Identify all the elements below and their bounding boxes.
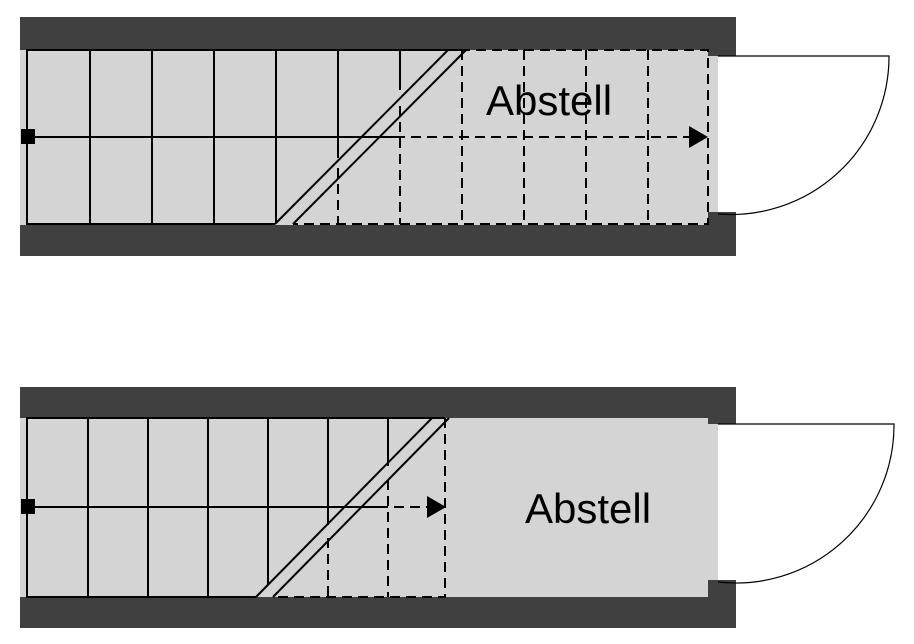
start-marker: [21, 129, 35, 144]
direction-arrowhead: [689, 126, 708, 148]
stair-dashed-portion: [276, 418, 446, 598]
wall-end-top: [708, 36, 736, 56]
floor-area: [20, 418, 718, 599]
wall-end-bottom: [708, 212, 736, 232]
wall-bottom: [20, 597, 736, 628]
cut-line: [274, 49, 467, 225]
room-label: Abstell: [525, 485, 651, 532]
wall-top: [20, 387, 736, 418]
cut-line: [255, 417, 450, 598]
room-label: Abstell: [486, 77, 612, 124]
wall-end-top: [708, 404, 736, 424]
stair-dashed-portion: [293, 49, 709, 225]
door-swing: [717, 55, 890, 216]
stair-treads-solid: [87, 418, 389, 597]
stair-treads-solid: [89, 50, 401, 224]
wall-end-bottom: [708, 580, 736, 600]
direction-arrowhead: [427, 496, 446, 518]
stair-plan-top: Abstell: [20, 17, 890, 256]
wall-bottom: [20, 225, 736, 256]
door-swing: [717, 423, 895, 584]
start-marker: [21, 499, 35, 514]
stair-plan-bottom: Abstell: [20, 387, 895, 628]
wall-top: [20, 17, 736, 50]
